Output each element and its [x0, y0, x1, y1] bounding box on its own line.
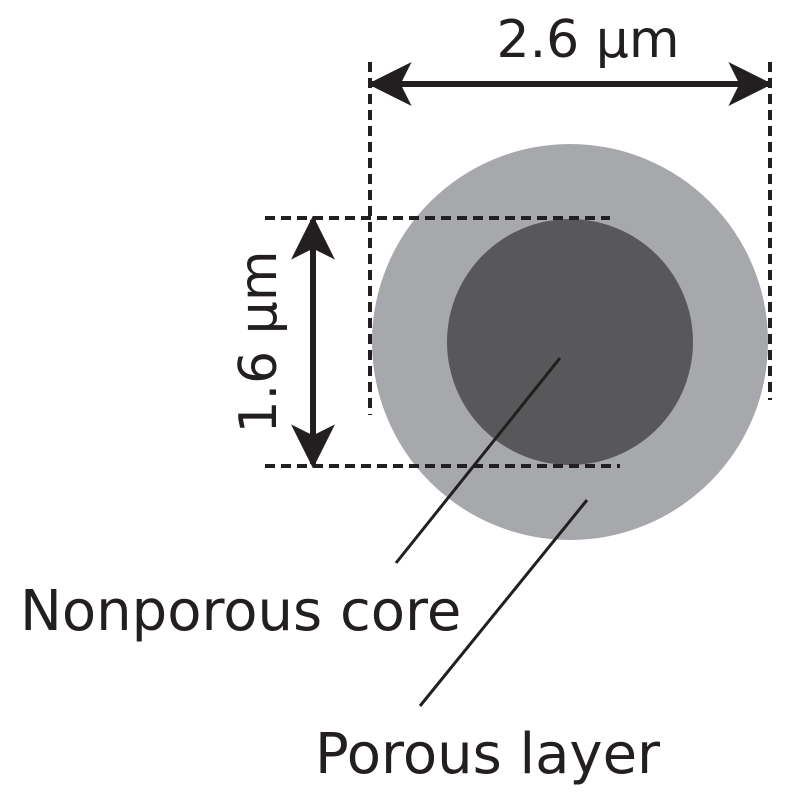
- nonporous-core: [447, 219, 693, 465]
- porous-layer-leader-line: [418, 499, 589, 707]
- porous-layer-label: Porous layer: [315, 722, 661, 787]
- core-diameter-label: 1.6 µm: [229, 251, 289, 434]
- outer-diameter-label: 2.6 µm: [497, 10, 680, 70]
- core-leader-line: [394, 357, 562, 564]
- nonporous-core-label: Nonporous core: [20, 579, 461, 644]
